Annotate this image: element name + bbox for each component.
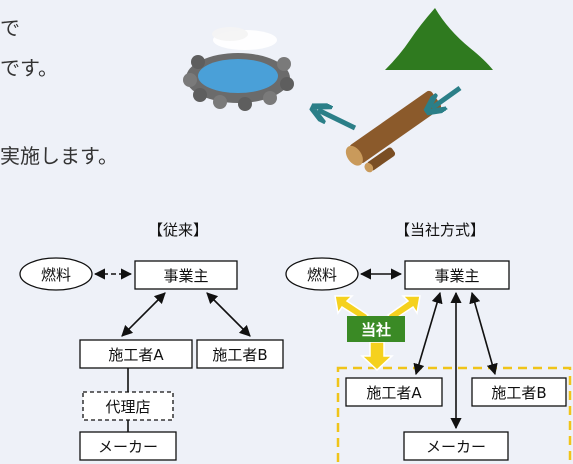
contractor-b-ours: 施工者B [471, 377, 567, 407]
maker-node-traditional: メーカー [79, 431, 177, 461]
maker-label-ours: メーカー [426, 438, 486, 456]
arrow-icon [318, 110, 357, 131]
agent-node-traditional: 代理店 [82, 391, 174, 421]
mountain-icon [385, 8, 493, 70]
owner-label-traditional: 事業主 [163, 267, 208, 285]
contractor-b-traditional: 施工者B [196, 339, 284, 369]
owner-contractor-a-link-ours [413, 291, 443, 376]
fuel-node-traditional: 燃料 [19, 257, 93, 291]
intro-line-2: です。 [0, 56, 58, 80]
maker-node-ours: メーカー [403, 431, 509, 461]
owner-contractor-b-link-ours [469, 291, 498, 376]
ours-title: 【当社方式】 [395, 221, 485, 239]
hot-spring-icon [183, 27, 294, 111]
traditional-title: 【従来】 [148, 221, 208, 239]
owner-node-traditional: 事業主 [134, 260, 238, 290]
contractor-a-label-traditional: 施工者A [108, 346, 164, 364]
maker-label-traditional: メーカー [98, 438, 158, 456]
owner-contractor-b-link-traditional [206, 292, 251, 337]
fuel-node-ours: 燃料 [285, 257, 359, 291]
owner-label-ours: 事業主 [434, 267, 479, 285]
intro-line-1: で [0, 16, 20, 40]
intro-text: で です。 実施します。 [0, 0, 573, 200]
contractor-a-label-ours: 施工者A [366, 384, 422, 402]
contractor-b-label-traditional: 施工者B [212, 346, 267, 364]
company-badge: 当社 [347, 316, 405, 342]
contractor-a-ours: 施工者A [345, 377, 443, 407]
owner-contractor-a-link-traditional [121, 292, 166, 337]
company-label: 当社 [361, 321, 391, 339]
arrow-icon [432, 85, 462, 108]
owner-node-ours: 事業主 [404, 260, 510, 290]
fuel-label-ours: 燃料 [307, 266, 337, 284]
agent-label-traditional: 代理店 [105, 398, 150, 416]
intro-line-3: 実施します。 [0, 144, 118, 168]
contractor-b-label-ours: 施工者B [491, 384, 546, 402]
fuel-label-traditional: 燃料 [41, 266, 71, 284]
contractor-a-traditional: 施工者A [79, 339, 193, 369]
log-icon [345, 90, 442, 173]
